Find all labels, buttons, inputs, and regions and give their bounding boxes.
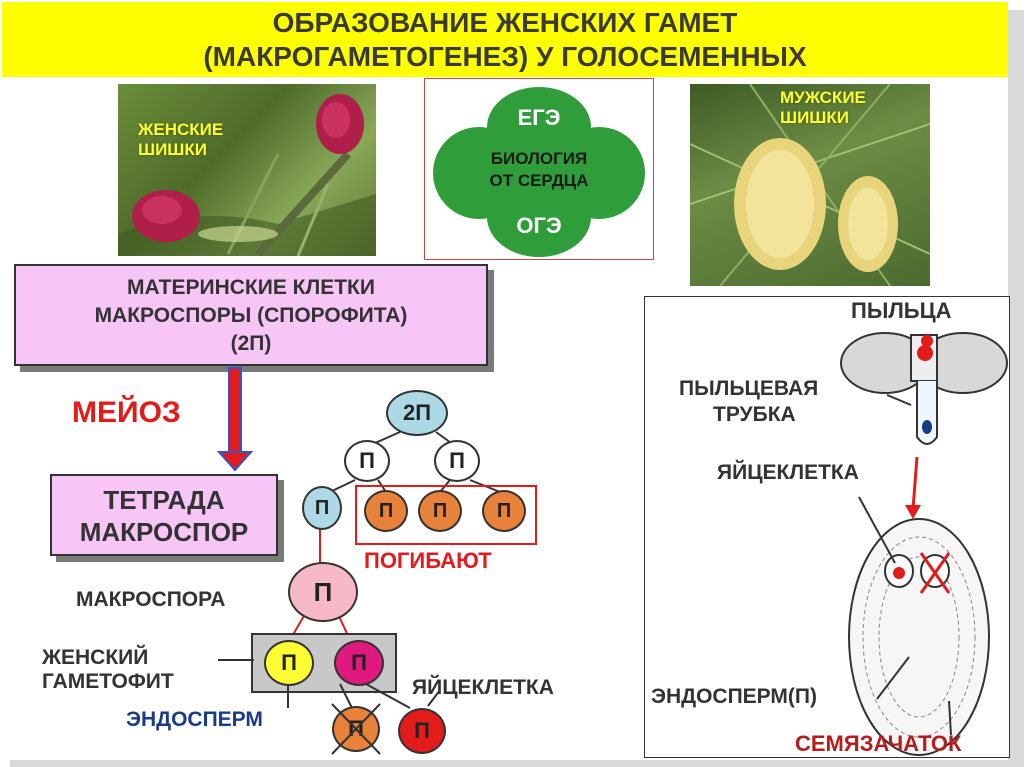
pollen-tube-label-1: ПЫЛЬЦЕВАЯ [679, 377, 818, 401]
cell-surviving: П [302, 486, 342, 530]
macrospore-cell: П [288, 562, 358, 622]
endosperm-label: ЭНДОСПЕРМ [126, 708, 263, 732]
cell-2n-root: 2П [386, 390, 448, 436]
endosperm-n-label: ЭНДОСПЕРМ(П) [651, 685, 817, 709]
egg-cell-label: ЯЙЦЕКЛЕТКА [717, 461, 859, 485]
endosperm-cell: П [264, 640, 314, 686]
gametophyte-label-1: ЖЕНСКИЙ [42, 646, 148, 670]
cross-icon [326, 700, 386, 758]
perish-label: ПОГИБАЮТ [364, 548, 492, 574]
cell-dying-2: П [418, 490, 462, 532]
ovule-label: СЕМЯЗАЧАТОК [795, 731, 961, 757]
egg-cell: П [334, 640, 384, 686]
pollen-tube-label-2: ТРУБКА [713, 403, 796, 427]
gametophyte-label-2: ГАМЕТОФИТ [42, 670, 174, 694]
egg-cell-final: П [398, 708, 446, 754]
cell-dying-3: П [482, 490, 526, 532]
pollen-label: ПЫЛЬЦА [851, 299, 952, 323]
cell-dying-1: П [364, 490, 408, 532]
right-panel: ПЫЛЬЦА ПЫЛЬЦЕВАЯ ТРУБКА ЯЙЦЕКЛЕТКА ЭНДОС… [644, 296, 1010, 758]
cell-level2-left: П [344, 440, 390, 482]
cell-level2-right: П [434, 440, 480, 482]
egg-label: ЯЙЦЕКЛЕТКА [412, 676, 554, 700]
macrospore-label: МАКРОСПОРА [76, 588, 225, 612]
